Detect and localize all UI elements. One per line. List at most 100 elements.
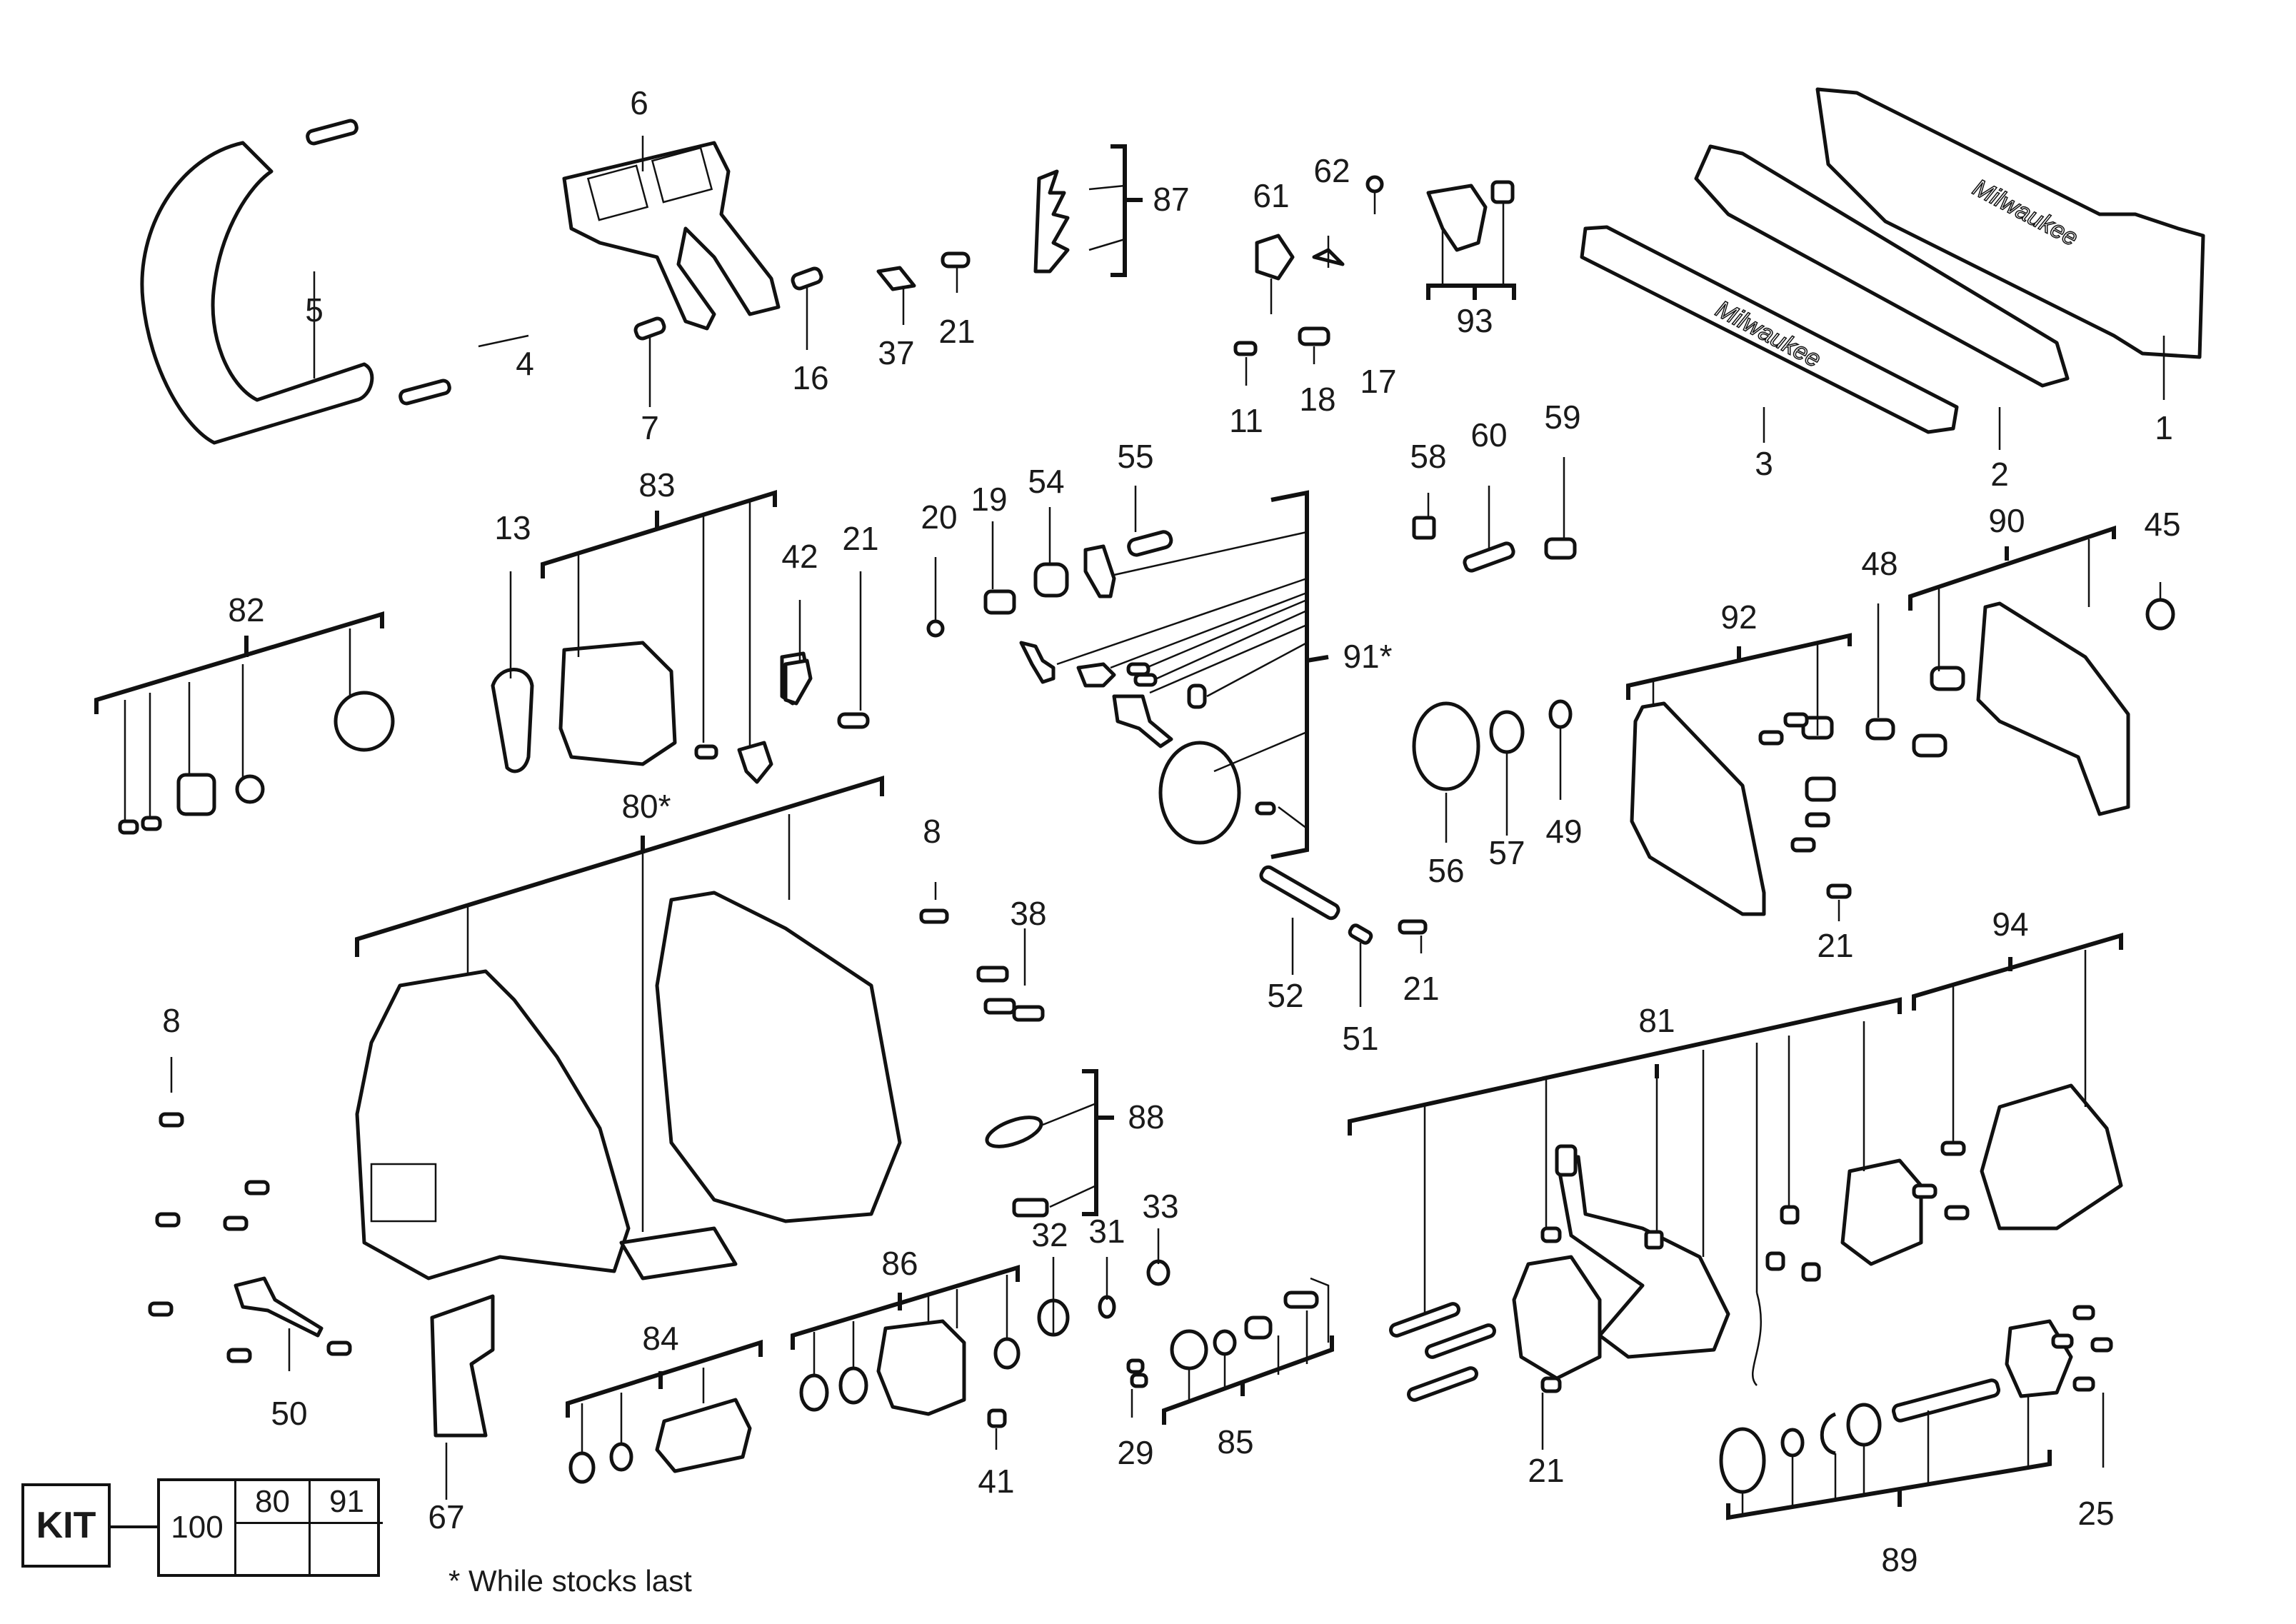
callout-45: 45 <box>2144 506 2180 543</box>
callout-56: 56 <box>1428 852 1464 889</box>
clip-part <box>1012 1198 1049 1218</box>
battery-label-part <box>370 1163 437 1223</box>
bearing-part <box>838 1366 868 1405</box>
inner-cover-part <box>1630 701 1766 916</box>
pin-part <box>1126 662 1150 676</box>
callout-13: 13 <box>494 509 531 546</box>
pin-part <box>1255 801 1276 816</box>
nut-part <box>1146 1259 1170 1286</box>
leads-94 <box>1952 950 2087 1143</box>
tie-rod-part <box>1407 1366 1478 1402</box>
callout-5: 5 <box>305 291 324 329</box>
leads-85 <box>1188 1277 1330 1400</box>
callout-11: 11 <box>1229 402 1263 439</box>
leads-81 <box>1423 1021 1865 1314</box>
callout-55: 55 <box>1117 438 1153 475</box>
screw-part <box>2072 1305 2095 1320</box>
screw-part <box>306 119 359 146</box>
spring-part <box>694 744 718 760</box>
bearing-part <box>799 1373 829 1412</box>
kit-column-label: 91 <box>311 1481 383 1524</box>
callout-21e: 21 <box>1528 1452 1564 1489</box>
bolt-part <box>1544 537 1577 560</box>
callout-7: 7 <box>641 409 659 446</box>
screw-part <box>1940 1141 1966 1156</box>
washer-part <box>1780 1428 1805 1458</box>
leads-87 <box>1088 184 1126 251</box>
nozzle-part <box>783 658 813 706</box>
wire-harness-part <box>1555 1155 1730 1359</box>
part-drawings: Milwaukee Milwaukee <box>118 87 2205 1494</box>
front-handle-part <box>140 141 374 445</box>
callout-33: 33 <box>1142 1188 1178 1225</box>
nut-part <box>2145 598 2175 631</box>
callout-48: 48 <box>1861 545 1898 582</box>
callout-82: 82 <box>228 591 264 628</box>
callout-83: 83 <box>638 466 675 503</box>
leads-83 <box>577 500 751 746</box>
pad-part <box>1912 733 1947 758</box>
callout-80: 80* <box>621 788 671 825</box>
latch-button-part <box>1490 180 1515 204</box>
leads-82 <box>124 628 351 821</box>
bolt-part <box>1463 541 1515 573</box>
side-cover-part <box>1976 601 2130 816</box>
kit-connector <box>111 1525 159 1528</box>
pin-part <box>1298 326 1330 346</box>
bushing-part <box>983 589 1016 615</box>
screw-part <box>1758 730 1784 746</box>
callout-42: 42 <box>781 538 818 575</box>
callout-6: 6 <box>630 84 648 121</box>
callout-58: 58 <box>1410 438 1446 475</box>
bracket-87 <box>1111 144 1127 277</box>
callout-81: 81 <box>1638 1002 1675 1039</box>
callout-60: 60 <box>1470 416 1507 453</box>
circlip-part <box>1820 1412 1837 1455</box>
screw-part <box>1187 683 1207 709</box>
callout-17: 17 <box>1360 363 1396 400</box>
clip-part <box>926 619 945 638</box>
callout-49: 49 <box>1545 813 1582 850</box>
gear-housing-part <box>876 1319 966 1416</box>
bearing-part <box>609 1442 633 1472</box>
bracket-92 <box>1626 633 1852 700</box>
screw-part <box>983 998 1016 1015</box>
group-brackets <box>94 144 2123 1520</box>
washer-part <box>1365 175 1384 194</box>
pin-part <box>1127 530 1173 557</box>
callout-21b: 21 <box>842 520 878 557</box>
screw-part <box>791 266 823 291</box>
kit-table: 100 80 91 <box>157 1478 383 1577</box>
kit-column: 91 <box>309 1481 383 1574</box>
callout-25: 25 <box>2077 1495 2114 1532</box>
bracket-90 <box>1908 525 2116 611</box>
thermistor-part <box>1644 1230 1664 1250</box>
leads-84 <box>581 1368 705 1453</box>
kit-label: KIT <box>21 1483 111 1568</box>
callout-86: 86 <box>881 1245 918 1282</box>
bearing-part <box>993 1337 1021 1370</box>
kit-column: 80 <box>234 1481 309 1574</box>
washer-part <box>1098 1295 1116 1319</box>
bracket-89 <box>1726 1450 2052 1520</box>
screw-part <box>1126 1358 1145 1374</box>
leads-93 <box>1441 204 1505 286</box>
screw-part <box>2072 1376 2095 1392</box>
controller-board-part <box>1512 1255 1602 1380</box>
callout-91: 91* <box>1343 638 1392 675</box>
bracket-94 <box>1912 932 2123 1011</box>
bracket-91 <box>1270 490 1309 859</box>
nut-part <box>1412 516 1436 540</box>
screw-part <box>1912 1183 1937 1199</box>
clip-part <box>876 266 916 291</box>
callout-61: 61 <box>1253 177 1289 214</box>
callout-93: 93 <box>1456 302 1493 339</box>
callout-54: 54 <box>1028 463 1064 500</box>
o-ring-part <box>235 774 265 804</box>
leads-88 <box>1042 1102 1097 1208</box>
pin-part <box>1233 341 1258 356</box>
spring-part <box>1259 865 1340 921</box>
screw-part <box>633 316 666 341</box>
screw-part <box>1398 919 1428 935</box>
